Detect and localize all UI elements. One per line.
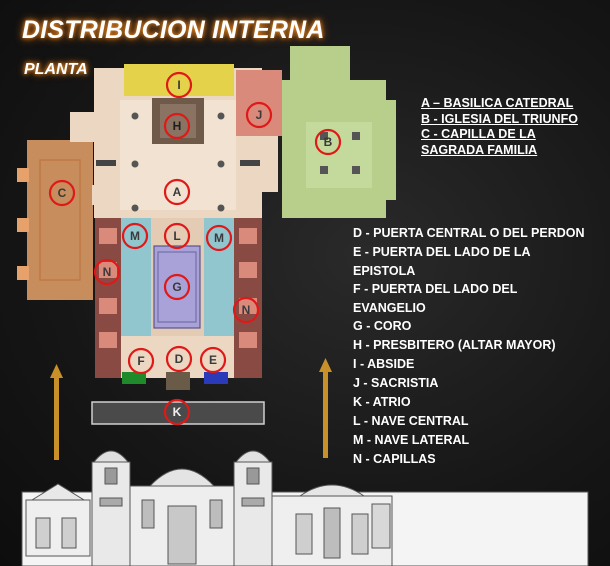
entrance-arrow-left (50, 364, 63, 460)
legend-item-c-cont: SAGRADA FAMILIA (421, 142, 538, 157)
marker-circle-k (163, 398, 191, 426)
marker-circle-j (245, 101, 273, 129)
label-m-right: M (214, 231, 224, 245)
label-n-left: N (103, 265, 112, 279)
marker-circle-m-right (205, 224, 233, 252)
legend-buildings: A – BASILICA CATEDRAL B - IGLESIA DEL TR… (421, 96, 607, 158)
legend-item-l: L - NAVE CENTRAL (353, 414, 469, 428)
legend-item-j: J - SACRISTIA (353, 376, 439, 390)
label-c: C (58, 186, 67, 200)
nave-central-area (151, 218, 204, 336)
label-i: I (177, 78, 180, 92)
legend-item-b: B - IGLESIA DEL TRIUNFO (421, 111, 578, 126)
marker-circle-g (163, 273, 191, 301)
entrance-arrow-right (319, 358, 332, 458)
marker-circle-i (165, 71, 193, 99)
legend-item-e-cont: EPISTOLA (353, 264, 416, 278)
marker-circle-e (199, 346, 227, 374)
marker-circle-b (314, 128, 342, 156)
label-b: B (324, 135, 333, 149)
legend-spaces: D - PUERTA CENTRAL O DEL PERDON E - PUER… (353, 224, 609, 469)
label-m-left: M (130, 229, 140, 243)
marker-circle-a (163, 178, 191, 206)
marker-circle-h (163, 112, 191, 140)
label-e: E (209, 353, 217, 367)
door-evangelio (122, 372, 146, 384)
label-f: F (137, 354, 144, 368)
capilla-sagrada-familia-area (17, 140, 102, 300)
marker-circle-n-right (232, 296, 260, 324)
abside-area (124, 64, 234, 96)
label-h: H (173, 119, 182, 133)
legend-item-a: A – BASILICA CATEDRAL (421, 96, 574, 110)
cathedral-facade-drawing (21, 450, 589, 566)
legend-item-h: H - PRESBITERO (ALTAR MAYOR) (353, 338, 556, 352)
legend-item-k: K - ATRIO (353, 395, 411, 409)
label-g: G (172, 280, 181, 294)
iglesia-triunfo-area (282, 46, 396, 218)
marker-circle-d (165, 345, 193, 373)
label-l: L (173, 229, 180, 243)
legend-item-f: F - PUERTA DEL LADO DEL (353, 282, 518, 296)
page-title: DISTRIBUCION INTERNA (22, 16, 325, 44)
marker-circle-f (127, 347, 155, 375)
legend-item-i: I - ABSIDE (353, 357, 415, 371)
legend-item-d: D - PUERTA CENTRAL O DEL PERDON (353, 226, 585, 240)
legend-item-e: E - PUERTA DEL LADO DE LA (353, 245, 531, 259)
legend-item-f-cont: EVANGELIO (353, 301, 426, 315)
label-n-right: N (242, 303, 251, 317)
page-subtitle: PLANTA (24, 61, 88, 78)
legend-item-n: N - CAPILLAS (353, 452, 436, 466)
legend-item-m: M - NAVE LATERAL (353, 433, 470, 447)
label-a: A (173, 185, 182, 199)
legend-item-c: C - CAPILLA DE LA (421, 127, 536, 141)
marker-circle-n-left (93, 258, 121, 286)
label-j: J (256, 108, 263, 122)
marker-circle-c (48, 179, 76, 207)
door-central (166, 372, 190, 390)
marker-circle-l (163, 222, 191, 250)
marker-circle-m-left (121, 222, 149, 250)
label-d: D (175, 352, 184, 366)
label-k: K (173, 405, 182, 419)
legend-item-g: G - CORO (353, 319, 412, 333)
door-epistola (204, 372, 228, 384)
